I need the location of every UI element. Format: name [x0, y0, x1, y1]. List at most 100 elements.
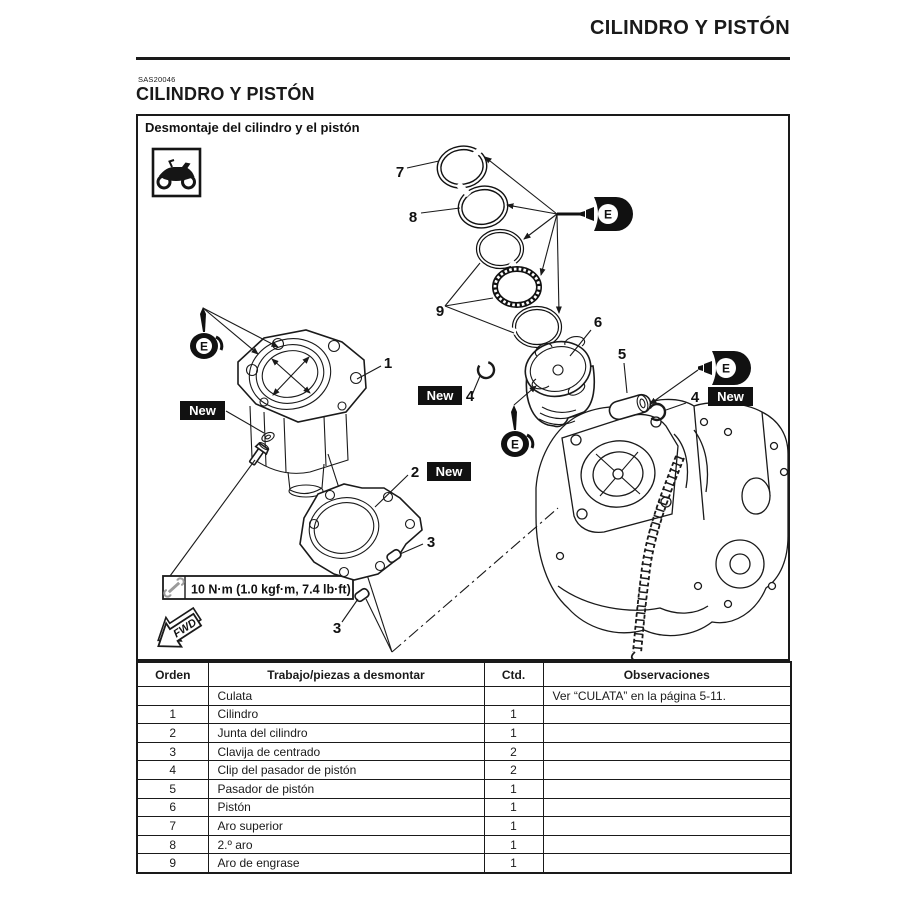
cell-trabajo: Clip del pasador de pistón [207, 760, 485, 780]
cell-trabajo: Pasador de pistón [207, 778, 485, 799]
cell-observaciones [542, 778, 792, 799]
piston-ring-second [455, 181, 509, 229]
col-header-trabajo: Trabajo/piezas a desmontar [207, 661, 485, 687]
new-label-text: New [436, 464, 464, 479]
leader-dowel-2 [341, 598, 359, 623]
callout-3: 3 [427, 534, 435, 551]
cell-trabajo: Pistón [207, 797, 485, 818]
oil-symbol-label: E [722, 362, 730, 376]
piston [524, 336, 596, 428]
oil-can-icon: E [580, 197, 633, 231]
leader-oil-ring [444, 262, 515, 334]
table-row: Culata Ver “CULATA” en la página 5-11. [136, 686, 792, 706]
exploded-diagram: Desmontaje del cilindro y el pistón [145, 120, 788, 659]
disassembly-table: Orden Trabajo/piezas a desmontar Ctd. Ob… [136, 661, 792, 874]
callout-4: 4 [466, 388, 475, 405]
cell-observaciones [542, 704, 792, 725]
page-header-title: CILINDRO Y PISTÓN [590, 17, 790, 39]
cell-orden: 1 [136, 704, 209, 725]
col-header-observaciones: Observaciones [542, 661, 792, 687]
torque-spec-box: 10 N·m (1.0 kgf·m, 7.4 lb·ft) [162, 575, 354, 600]
copper-washer [261, 431, 275, 443]
cell-ctd: 2 [483, 741, 544, 762]
fwd-arrow-icon: FWD [157, 606, 203, 648]
cell-ctd: 1 [483, 778, 544, 799]
oil-symbol-label: E [200, 340, 208, 354]
cell-orden: 6 [136, 797, 209, 818]
motorcycle-icon [151, 147, 202, 198]
oil-ring-expander [492, 266, 542, 308]
leader-new-washer [225, 410, 265, 434]
cell-trabajo: Junta del cilindro [207, 723, 485, 743]
assembly-centerline [391, 507, 559, 653]
leader-dowel-1 [399, 543, 424, 555]
cell-ctd: 1 [483, 816, 544, 836]
leader-ring-second [420, 207, 461, 214]
cell-observaciones: Ver “CULATA” en la página 5-11. [542, 686, 792, 706]
cell-trabajo: 2.º aro [207, 834, 485, 855]
piston-ring-top [436, 142, 488, 189]
dowel-pin [354, 587, 370, 603]
leader-torque-bolt [169, 459, 256, 577]
new-label-text: New [717, 389, 745, 404]
oil-symbol-label: E [511, 438, 519, 452]
callout-9: 9 [436, 303, 444, 320]
cell-orden: 9 [136, 853, 209, 874]
oil-symbol-label: E [604, 208, 612, 222]
exploded-diagram-figure: Desmontaje del cilindro y el pistón [136, 114, 790, 661]
piston-pin-clip [647, 402, 667, 422]
new-label-text: New [189, 403, 217, 418]
callout-7: 7 [396, 164, 404, 181]
cell-trabajo: Aro de engrase [207, 853, 485, 874]
oil-application-leaders [484, 156, 581, 314]
cell-observaciones [542, 797, 792, 818]
cell-orden: 2 [136, 723, 209, 743]
piston-pin-clip [476, 360, 496, 380]
oil-can-icon: E [698, 351, 751, 385]
leader-pin [623, 362, 628, 394]
leader-gasket [374, 474, 409, 508]
cell-orden: 4 [136, 760, 209, 780]
cell-observaciones [542, 834, 792, 855]
section-code: SAS20046 [138, 75, 176, 84]
bore-dimension-arrows [271, 356, 311, 396]
cell-ctd: 2 [483, 760, 544, 780]
callout-3: 3 [333, 620, 341, 637]
figure-title: Desmontaje del cilindro y el pistón [145, 120, 360, 135]
cell-trabajo: Culata [207, 686, 485, 706]
cell-ctd: 1 [483, 704, 544, 725]
torque-spec-text: 10 N·m (1.0 kgf·m, 7.4 lb·ft) [191, 583, 351, 597]
callout-2: 2 [411, 464, 419, 481]
leader-dowel-down [365, 598, 393, 653]
oil-can-icon: E [501, 405, 535, 457]
cell-trabajo: Aro superior [207, 816, 485, 836]
cell-orden: 7 [136, 816, 209, 836]
section-title: CILINDRO Y PISTÓN [136, 84, 315, 104]
oil-leader-piston [513, 385, 537, 406]
dowel-pin [386, 548, 402, 564]
new-part-label: New [418, 386, 462, 405]
cell-ctd: 1 [483, 723, 544, 743]
callout-1: 1 [384, 355, 392, 372]
oil-leader-bore-1 [202, 307, 259, 355]
wrench-icon [163, 577, 185, 598]
cam-chain [630, 455, 685, 659]
cell-orden: 5 [136, 778, 209, 799]
new-part-label: New [180, 401, 225, 420]
oil-leader-pin [649, 369, 699, 405]
cell-orden: 3 [136, 741, 209, 762]
cell-trabajo: Cilindro [207, 704, 485, 725]
leader-cylinder [356, 365, 382, 380]
leader-piston [569, 329, 592, 357]
leader-clip-right [665, 402, 687, 411]
col-header-orden: Orden [136, 661, 209, 687]
cell-orden [136, 686, 209, 706]
table-header-row: Orden Trabajo/piezas a desmontar Ctd. Ob… [136, 661, 792, 687]
